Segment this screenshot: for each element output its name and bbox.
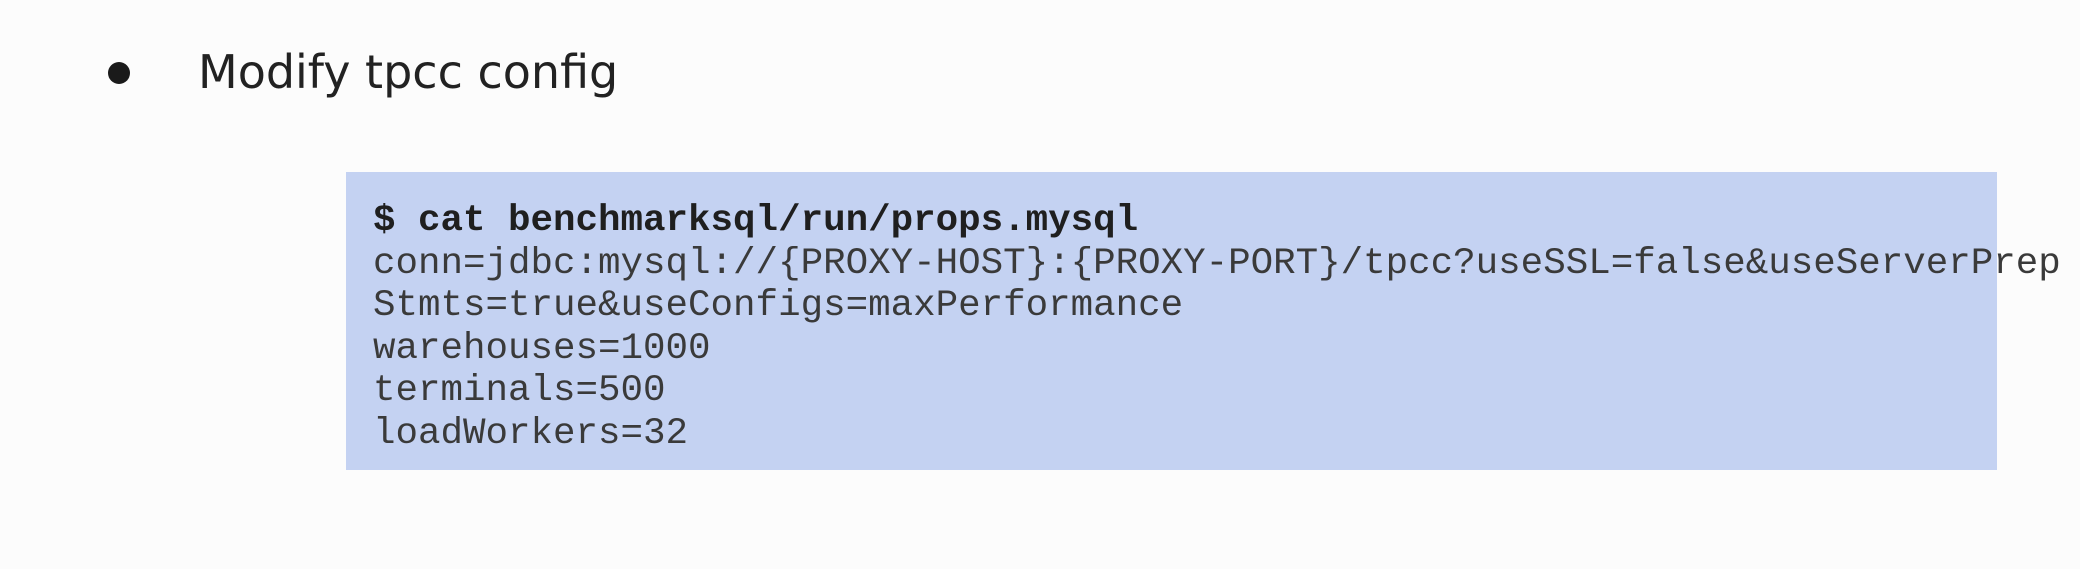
- code-line: conn=jdbc:mysql://{PROXY-HOST}:{PROXY-PO…: [373, 242, 2061, 285]
- code-command: $ cat benchmarksql/run/props.mysql: [373, 200, 1139, 242]
- code-line: warehouses=1000: [373, 327, 711, 370]
- bullet-point-icon: [108, 62, 130, 84]
- bullet-text: Modify tpcc config: [198, 45, 619, 99]
- code-line: Stmts=true&useConfigs=maxPerformance: [373, 285, 1184, 327]
- code-line: loadWorkers=32: [373, 412, 689, 455]
- code-block: $ cat benchmarksql/run/props.mysql conn=…: [346, 172, 2061, 470]
- code-line: terminals=500: [373, 370, 666, 412]
